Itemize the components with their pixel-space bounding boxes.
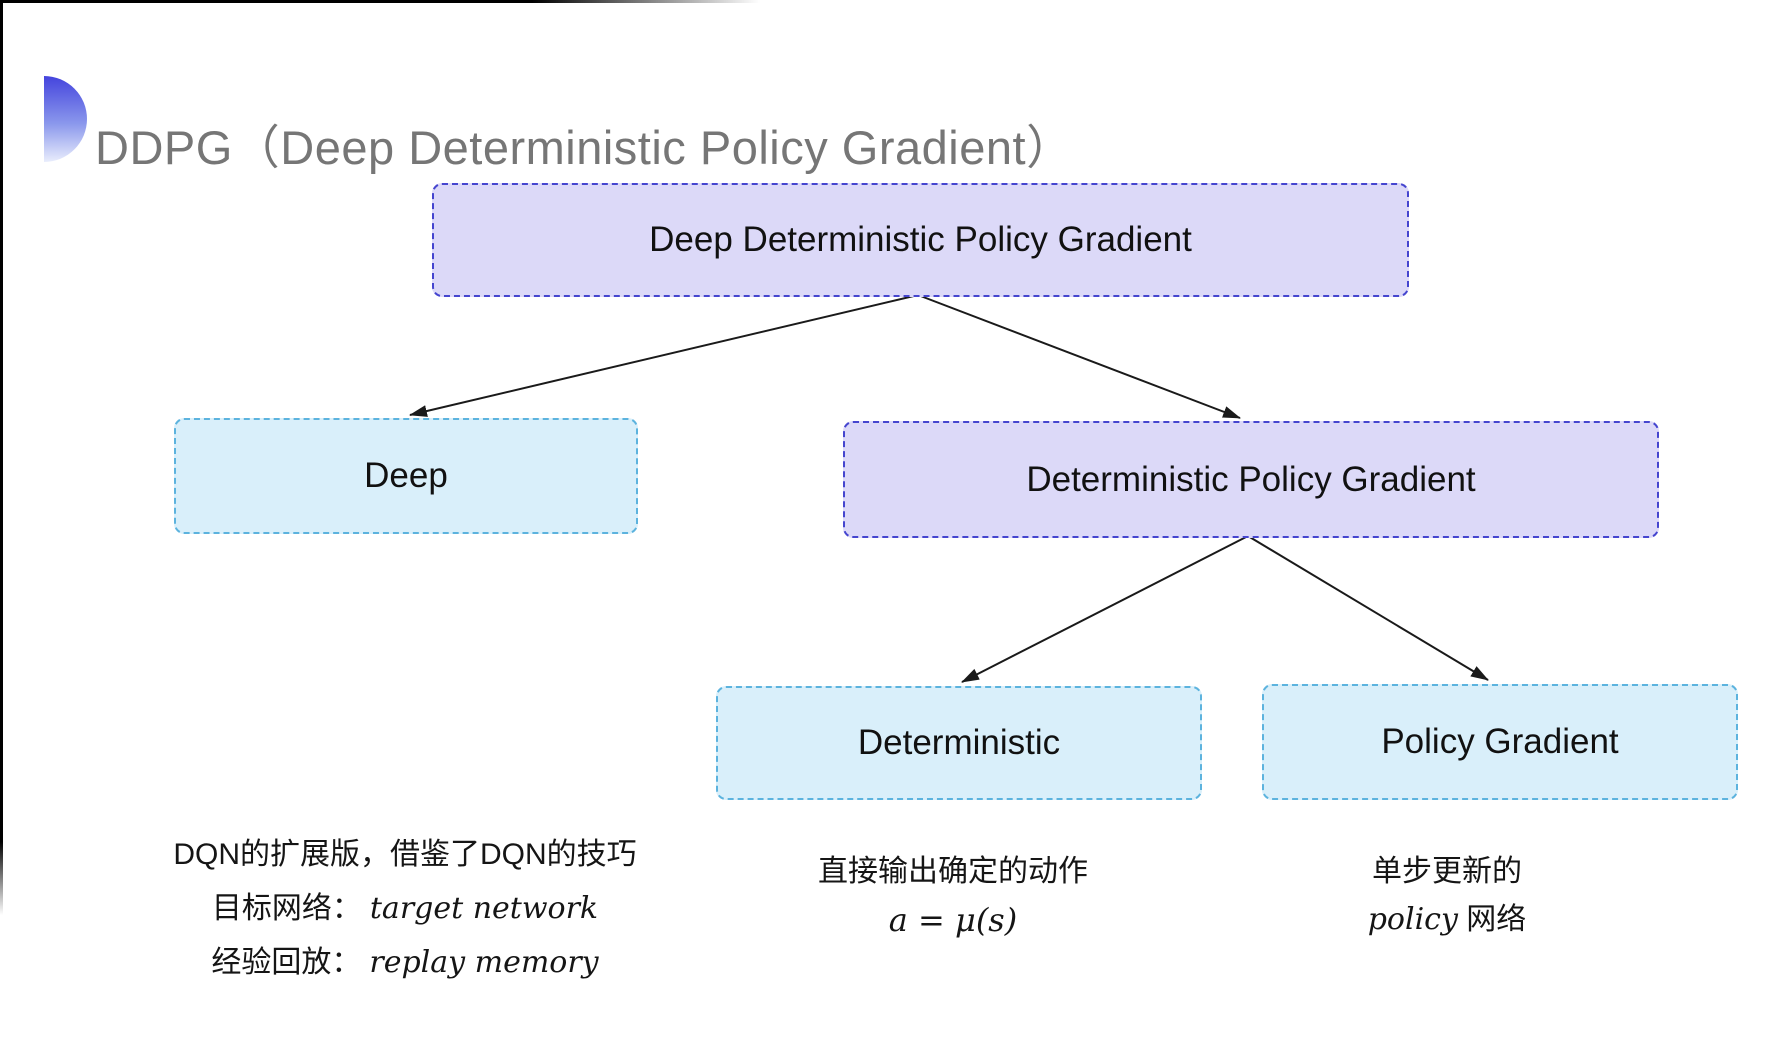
page-title: DDPG（Deep Deterministic Policy Gradient）	[95, 121, 1074, 175]
tree-node-deep-deterministic-policy-gradient: Deep Deterministic Policy Gradient	[432, 183, 1409, 297]
window-frame-top-line	[0, 0, 760, 3]
tree-node-label: Policy Gradient	[1381, 722, 1619, 761]
tree-node-policy-gradient: Policy Gradient	[1262, 684, 1738, 800]
arrow-dpg-to-deterministic	[961, 535, 1249, 683]
arrow-root-to-deep	[409, 294, 919, 417]
note-term-policy: policy	[1367, 902, 1458, 937]
note-deep-dqn-extension: DQN的扩展版，借鉴了DQN的技巧 目标网络：target network 经验…	[110, 828, 700, 990]
tree-node-deterministic: Deterministic	[716, 686, 1202, 800]
note-line-deterministic-action: 直接输出确定的动作	[818, 855, 1088, 888]
note-line-single-step-update: 单步更新的	[1372, 855, 1522, 888]
note-term-replay-memory: replay memory	[369, 945, 599, 980]
note-line-policy-network: policy 网络	[1277, 896, 1617, 944]
arrow-root-to-dpg	[917, 294, 1241, 419]
note-policy-network: 单步更新的 policy 网络	[1277, 848, 1617, 944]
note-deterministic-action: 直接输出确定的动作 a = μ(s)	[783, 848, 1123, 946]
note-line-target-network: 目标网络：target network	[110, 882, 700, 936]
formula-a-equals-mu-s: a = μ(s)	[888, 901, 1018, 939]
note-line-dqn-extension: DQN的扩展版，借鉴了DQN的技巧	[173, 838, 637, 871]
note-line-formula: a = μ(s)	[783, 896, 1123, 946]
window-frame-left-line	[0, 0, 3, 915]
tree-node-label: Deep	[364, 456, 448, 495]
tree-node-deterministic-policy-gradient: Deterministic Policy Gradient	[843, 421, 1659, 538]
note-term-target-network: target network	[369, 891, 599, 926]
tree-node-deep: Deep	[174, 418, 638, 534]
arrow-dpg-to-policy-gradient	[1247, 535, 1489, 681]
tree-node-label: Deterministic Policy Gradient	[1026, 459, 1476, 499]
tree-node-label: Deterministic	[857, 723, 1061, 762]
note-label-target-network: 目标网络：	[211, 892, 362, 925]
note-label-network: 网络	[1457, 903, 1527, 936]
tree-node-label: Deep Deterministic Policy Gradient	[649, 220, 1192, 259]
note-line-replay-memory: 经验回放：replay memory	[110, 936, 700, 990]
note-label-replay-memory: 经验回放：	[211, 946, 362, 979]
title-bullet-decoration	[44, 76, 87, 162]
